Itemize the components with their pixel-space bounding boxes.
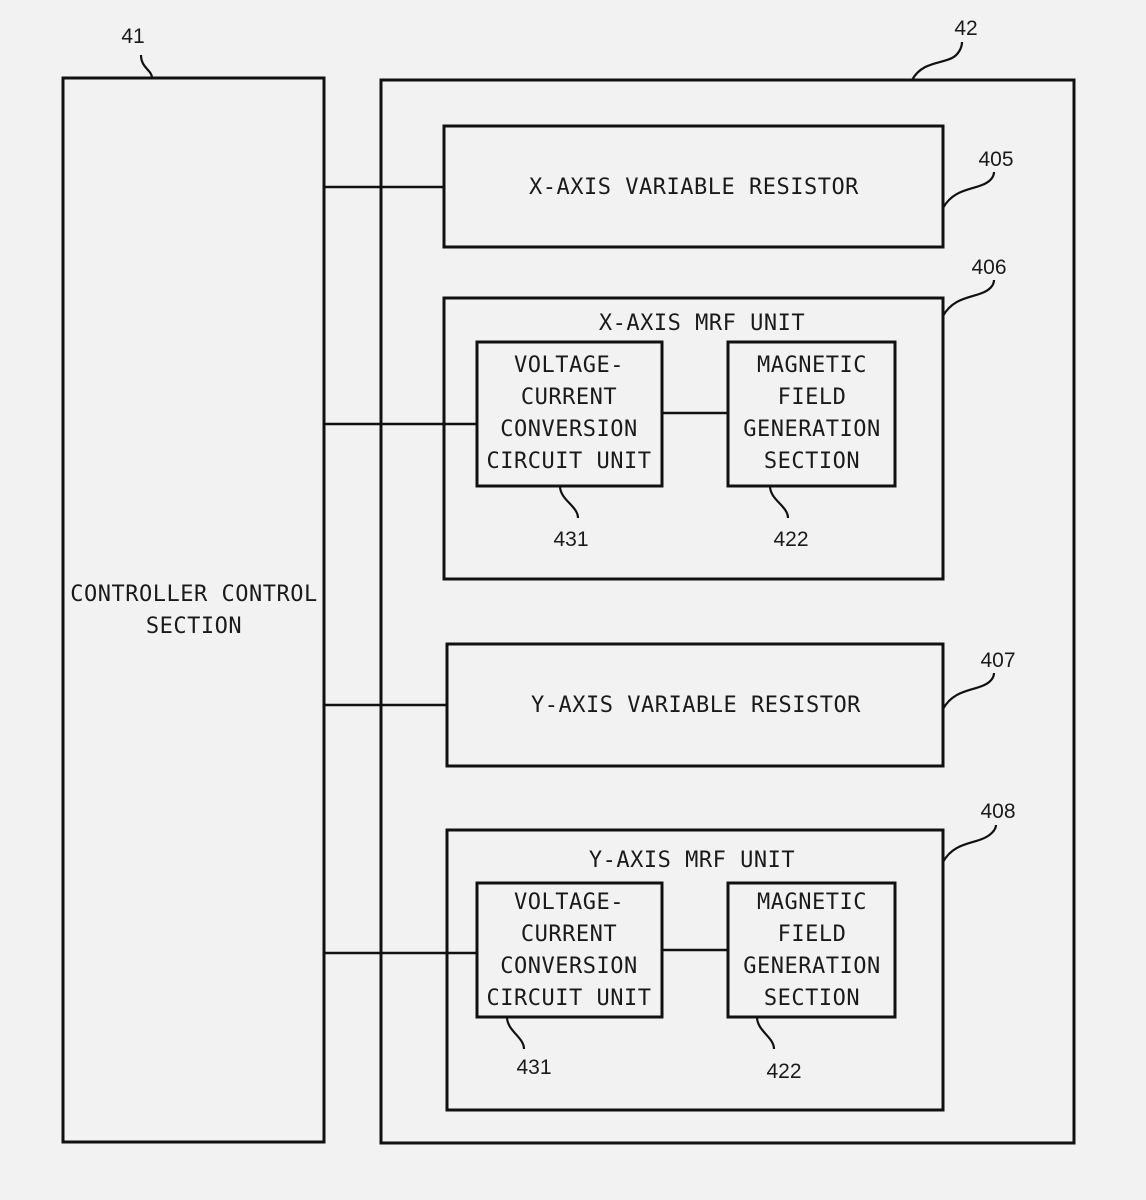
- x-resistor-box: [442, 124, 945, 249]
- ref-number-y-431: 431: [516, 1056, 551, 1079]
- y-mrf-box: [445, 828, 945, 1112]
- controller-label-line-2: SECTION: [146, 614, 242, 639]
- x-resistor-label: X-AXIS VARIABLE RESISTOR: [529, 175, 859, 200]
- ref-leader-405: [942, 171, 996, 209]
- controller-label-line-1: CONTROLLER CONTROL: [70, 582, 317, 607]
- ref-number-41: 41: [121, 25, 144, 48]
- unit-42-box: [379, 78, 1076, 1145]
- x-mf-line-1: MAGNETIC: [757, 353, 867, 378]
- unit-42-block: 42: [379, 17, 1076, 1145]
- y-vc-line-1: VOLTAGE-: [514, 890, 624, 915]
- y-mf-line-3: GENERATION: [743, 954, 880, 979]
- controller-control-section-block: CONTROLLER CONTROL SECTION 41: [61, 25, 326, 1144]
- y-resistor-label: Y-AXIS VARIABLE RESISTOR: [531, 693, 861, 718]
- x-mf-section-box: [726, 340, 897, 488]
- x-mf-line-2: FIELD: [778, 385, 847, 410]
- ref-leader-x-422: [768, 485, 790, 519]
- x-axis-variable-resistor-block: X-AXIS VARIABLE RESISTOR 405: [442, 124, 1014, 249]
- ref-leader-y-431: [505, 1016, 526, 1050]
- ref-leader-407: [942, 672, 996, 710]
- x-vc-line-1: VOLTAGE-: [514, 353, 624, 378]
- ref-leader-42: [911, 41, 964, 81]
- y-vc-line-4: CIRCUIT UNIT: [487, 986, 652, 1011]
- x-vc-line-2: CURRENT: [521, 385, 617, 410]
- ref-number-x-431: 431: [553, 528, 588, 551]
- ref-number-405: 405: [978, 148, 1013, 171]
- ref-leader-x-431: [558, 485, 580, 519]
- y-axis-variable-resistor-block: Y-AXIS VARIABLE RESISTOR 407: [445, 642, 1016, 768]
- y-mrf-title: Y-AXIS MRF UNIT: [589, 848, 795, 873]
- ref-number-407: 407: [980, 649, 1015, 672]
- y-mf-line-2: FIELD: [778, 922, 847, 947]
- y-vc-line-2: CURRENT: [521, 922, 617, 947]
- ref-number-408: 408: [980, 800, 1015, 823]
- x-mf-line-4: SECTION: [764, 449, 860, 474]
- y-mf-line-4: SECTION: [764, 986, 860, 1011]
- y-mf-section-box: [726, 881, 897, 1019]
- ref-number-406: 406: [971, 256, 1006, 279]
- y-vc-line-3: CONVERSION: [500, 954, 637, 979]
- x-axis-mrf-unit-block: X-AXIS MRF UNIT 406 VOLTAGE- CURRENT CON…: [442, 256, 1007, 581]
- controller-box: [61, 76, 326, 1144]
- ref-number-42: 42: [954, 17, 977, 40]
- ref-number-y-422: 422: [766, 1060, 801, 1083]
- ref-leader-41: [139, 54, 154, 79]
- x-mrf-box: [442, 296, 945, 581]
- ref-leader-408: [942, 824, 998, 863]
- y-axis-mrf-unit-block: Y-AXIS MRF UNIT 408 VOLTAGE- CURRENT CON…: [445, 800, 1016, 1112]
- y-mf-line-1: MAGNETIC: [757, 890, 867, 915]
- x-vc-line-3: CONVERSION: [500, 417, 637, 442]
- ref-leader-y-422: [755, 1016, 776, 1050]
- ref-number-x-422: 422: [773, 528, 808, 551]
- ref-leader-406: [942, 279, 996, 317]
- y-resistor-box: [445, 642, 945, 768]
- x-mf-line-3: GENERATION: [743, 417, 880, 442]
- x-vc-line-4: CIRCUIT UNIT: [487, 449, 652, 474]
- x-mrf-title: X-AXIS MRF UNIT: [599, 311, 805, 336]
